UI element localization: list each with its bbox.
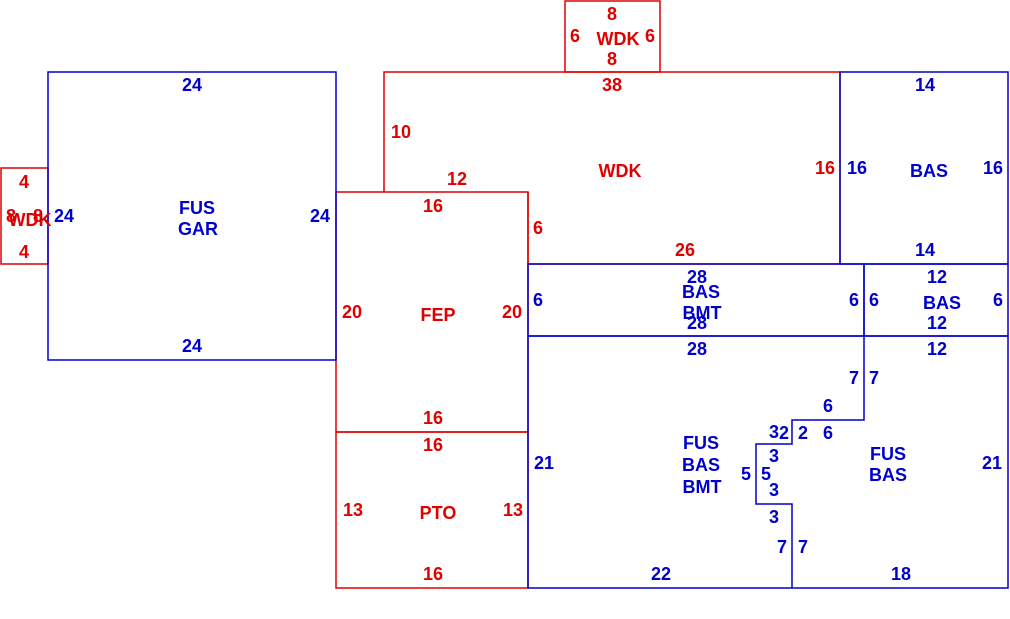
dim-label: 4 <box>19 172 29 192</box>
dim-label: 20 <box>502 302 522 322</box>
area-label: BMT <box>683 303 722 323</box>
dim-label: 16 <box>847 158 867 178</box>
dim-label: 16 <box>423 408 443 428</box>
dim-label: 6 <box>849 290 859 310</box>
area-outline-fus-bas[interactable] <box>792 335 1009 589</box>
area-label: FUS <box>179 198 215 218</box>
dim-label: 16 <box>423 564 443 584</box>
area-label: BMT <box>683 477 722 497</box>
dim-label: 6 <box>823 396 833 416</box>
dim-label: 3 <box>769 507 779 527</box>
dim-label: 21 <box>534 453 554 473</box>
dim-label: 16 <box>815 158 835 178</box>
dim-label: 7 <box>849 368 859 388</box>
area-label: PTO <box>420 503 457 523</box>
dim-label: 6 <box>533 290 543 310</box>
area-label: WDK <box>599 161 642 181</box>
dim-label: 7 <box>777 537 787 557</box>
dim-label: 7 <box>798 537 808 557</box>
dim-label: 18 <box>891 564 911 584</box>
dim-label: 12 <box>927 313 947 333</box>
dim-label: 2 <box>798 423 808 443</box>
dim-label: 8 <box>33 206 43 226</box>
dim-label: 21 <box>982 453 1002 473</box>
dim-label: 28 <box>687 313 707 333</box>
dim-label: 3 <box>769 446 779 466</box>
dim-label: 38 <box>602 75 622 95</box>
area-label: BAS <box>910 161 948 181</box>
dim-label: 26 <box>675 240 695 260</box>
dim-label: 6 <box>570 26 580 46</box>
dim-label: 6 <box>823 423 833 443</box>
dim-label: 6 <box>645 26 655 46</box>
dim-label: 16 <box>983 158 1003 178</box>
dim-label: 22 <box>651 564 671 584</box>
area-outline-fus-gar[interactable] <box>47 71 337 361</box>
dim-label: 8 <box>6 206 16 226</box>
dim-label: 16 <box>423 196 443 216</box>
dim-label: 3 <box>769 480 779 500</box>
dim-label: 8 <box>607 4 617 24</box>
stepped-divider <box>528 335 865 588</box>
dim-label: 7 <box>869 368 879 388</box>
area-label: BAS <box>923 293 961 313</box>
area-label: WDK <box>597 29 640 49</box>
dim-label: 6 <box>869 290 879 310</box>
dim-label: 16 <box>423 435 443 455</box>
dim-label: 4 <box>19 242 29 262</box>
dim-label: 28 <box>687 267 707 287</box>
area-label: FUS <box>683 433 719 453</box>
dim-label: 2 <box>779 423 789 443</box>
dim-label: 10 <box>391 122 411 142</box>
dim-label: 24 <box>182 75 202 95</box>
dim-label: 12 <box>927 339 947 359</box>
dim-label: 12 <box>447 169 467 189</box>
dim-label: 24 <box>54 206 74 226</box>
dim-label: 24 <box>310 206 330 226</box>
dim-label: 12 <box>927 267 947 287</box>
dim-label: 5 <box>761 464 771 484</box>
area-label: WDK <box>9 210 52 230</box>
area-label: FUS <box>870 444 906 464</box>
dim-label: 6 <box>533 218 543 238</box>
area-label: BAS <box>682 455 720 475</box>
area-outline-fus-bas-bmt[interactable] <box>527 336 792 589</box>
dim-label: 24 <box>182 336 202 356</box>
dim-label: 3 <box>769 422 779 442</box>
dim-label: 5 <box>741 464 751 484</box>
area-label: BAS <box>869 465 907 485</box>
dim-label: 14 <box>915 75 935 95</box>
area-label: BAS <box>682 282 720 302</box>
dim-label: 13 <box>343 500 363 520</box>
area-label: GAR <box>178 219 218 239</box>
dim-label: 6 <box>993 290 1003 310</box>
dim-label: 13 <box>503 500 523 520</box>
dim-label: 14 <box>915 240 935 260</box>
dim-label: 28 <box>687 339 707 359</box>
dim-label: 8 <box>607 49 617 69</box>
area-label: FEP <box>420 305 455 325</box>
dim-label: 20 <box>342 302 362 322</box>
